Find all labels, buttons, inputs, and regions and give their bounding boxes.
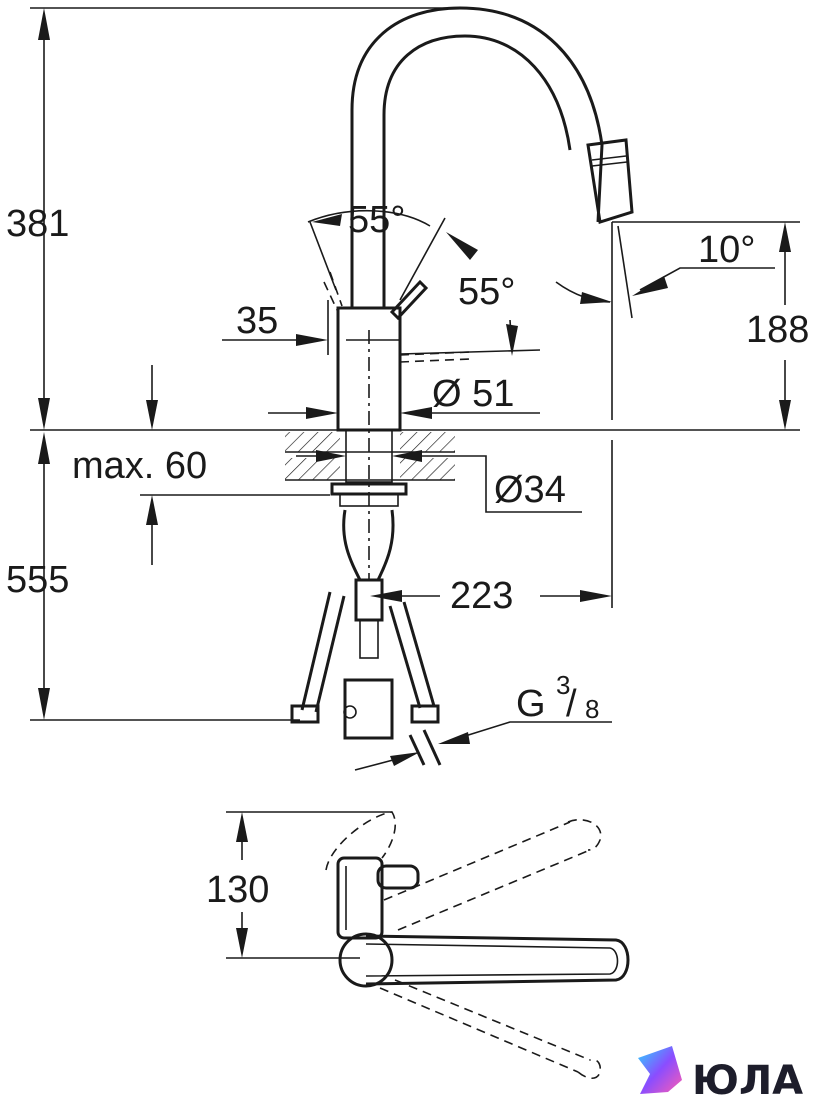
right-hose-nut bbox=[410, 704, 440, 724]
dim-130-arrow-top bbox=[236, 812, 248, 842]
dim-223-arrow-right bbox=[580, 590, 612, 602]
label-thread-slash: / bbox=[566, 683, 577, 725]
deck-hatch-left-bottom bbox=[285, 458, 340, 480]
dim-55b-ext bbox=[399, 349, 541, 355]
dim-10-leader bbox=[639, 267, 775, 291]
dim-381-arrow-top bbox=[38, 8, 50, 40]
mounting-nut bbox=[330, 482, 408, 496]
weight-block bbox=[343, 678, 394, 740]
top-spout-arm bbox=[365, 934, 630, 986]
top-spout-base bbox=[338, 932, 394, 988]
right-hose-tail-a bbox=[422, 729, 442, 766]
hose-fitting bbox=[359, 619, 379, 659]
centre-hose-left bbox=[342, 509, 362, 581]
left-hose-outer bbox=[300, 591, 332, 711]
mounting-washer bbox=[339, 493, 399, 507]
lever-alt-position-side-2 bbox=[399, 358, 471, 363]
faucet-side-view bbox=[323, 6, 634, 580]
lever-alt-position-left-2 bbox=[323, 281, 339, 313]
dim-10-arrow-left bbox=[580, 292, 612, 304]
dim-55-arc bbox=[307, 210, 431, 227]
left-hose-inner bbox=[314, 595, 346, 713]
dim-188-arrow-bottom bbox=[779, 400, 791, 430]
spray-head bbox=[586, 138, 634, 224]
dim-34-leader bbox=[400, 455, 582, 513]
weight-screw bbox=[343, 705, 357, 719]
label-spout-reach: 223 bbox=[450, 575, 513, 617]
dim-g-arrow-left bbox=[390, 752, 420, 766]
label-max-deck-thickness: max. 60 bbox=[72, 445, 207, 487]
dim-55-ext-right bbox=[399, 217, 446, 301]
dim-max60-arrow-top bbox=[146, 400, 158, 430]
yula-logo: ЮЛА bbox=[638, 1046, 803, 1100]
supply-hoses bbox=[290, 509, 442, 766]
label-hole-diameter: Ø34 bbox=[494, 469, 566, 511]
label-spray-height: 188 bbox=[746, 309, 809, 351]
label-top-view-depth: 130 bbox=[206, 869, 269, 911]
spout-inner-curve bbox=[382, 34, 572, 308]
top-swing-upper-b bbox=[397, 849, 591, 931]
dim-34-arrow-left bbox=[316, 450, 346, 462]
label-lever-swing-angle: 55° bbox=[348, 199, 405, 241]
right-hose-tail-b bbox=[408, 734, 426, 766]
centre-hose-right bbox=[376, 509, 395, 581]
label-spout-height: 381 bbox=[6, 203, 69, 245]
right-hose-outer bbox=[388, 605, 422, 709]
top-swing-lower-b bbox=[394, 979, 591, 1061]
label-lever-offset: 35 bbox=[236, 300, 278, 342]
lever bbox=[389, 279, 429, 321]
top-lever bbox=[376, 864, 420, 890]
label-connection-thread: G bbox=[516, 683, 546, 725]
dim-51-arrow-right bbox=[400, 407, 432, 419]
deck-hatch-right-top bbox=[400, 432, 455, 452]
label-below-deck-length: 555 bbox=[6, 559, 69, 601]
dim-55-arrow-right bbox=[446, 232, 478, 260]
dim-55b-arrow bbox=[506, 324, 518, 356]
dim-555-arrow-bottom bbox=[38, 688, 50, 720]
countertop-section bbox=[30, 429, 800, 507]
dimension-lines bbox=[30, 7, 800, 771]
dim-381-arrow-bottom bbox=[38, 398, 50, 430]
spray-head-seam-2 bbox=[591, 161, 628, 167]
label-thread-numerator: 3 bbox=[556, 670, 570, 700]
hose-connector bbox=[354, 578, 384, 622]
yula-logo-mark-icon bbox=[638, 1046, 682, 1094]
dim-35-arrow bbox=[296, 334, 328, 346]
dim-188-arrow-top bbox=[779, 222, 791, 252]
dim-10-ext-tilt bbox=[617, 225, 633, 319]
dim-55-ext-left bbox=[309, 221, 337, 291]
top-lever-alt-outline bbox=[325, 811, 397, 871]
dim-max60-arrow-bottom bbox=[146, 495, 158, 525]
dimension-labels: 381 55° 55° 35 10° 188 Ø 51 max. 60 Ø34 … bbox=[6, 199, 809, 911]
top-swing-upper-tip bbox=[567, 818, 602, 851]
yula-logo-text: ЮЛА bbox=[692, 1058, 803, 1100]
label-body-diameter: Ø 51 bbox=[432, 373, 514, 415]
label-lever-side-angle: 55° bbox=[458, 271, 515, 313]
dim-51-arrow-left bbox=[306, 407, 338, 419]
dim-g-leader-right bbox=[445, 721, 612, 743]
label-spray-tilt-angle: 10° bbox=[698, 229, 755, 271]
faucet-top-view bbox=[226, 811, 630, 1079]
dim-g-arrow-right bbox=[438, 732, 470, 744]
dim-223-arrow-left bbox=[370, 590, 402, 602]
dim-130-arrow-bottom bbox=[236, 928, 248, 958]
spout-outer-curve bbox=[350, 6, 604, 308]
left-hose-nut bbox=[290, 704, 320, 724]
deck-hatch-left-top bbox=[285, 432, 340, 452]
top-spout-arm-inner bbox=[365, 943, 619, 977]
top-swing-lower-tip bbox=[577, 1058, 601, 1079]
right-hose-inner bbox=[402, 601, 436, 707]
deck-hatch-right-bottom bbox=[400, 458, 455, 480]
dim-10-arrow-right bbox=[632, 276, 668, 296]
spray-head-seam bbox=[591, 155, 627, 161]
top-swing-upper-a bbox=[383, 821, 571, 901]
label-thread-denominator: 8 bbox=[585, 694, 599, 724]
top-swing-lower-a bbox=[379, 987, 579, 1073]
dim-555-arrow-top bbox=[38, 432, 50, 464]
top-body bbox=[336, 856, 384, 940]
dim-55-arrow-left bbox=[312, 214, 342, 226]
